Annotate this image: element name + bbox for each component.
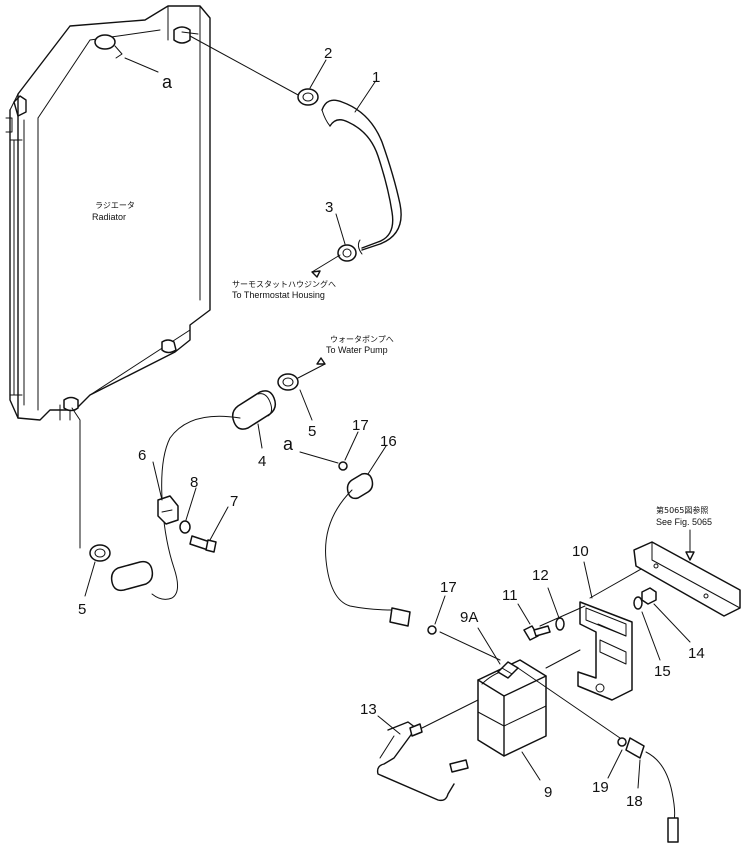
callout-11: 11 xyxy=(502,587,518,604)
leader-17-lower xyxy=(434,595,446,625)
leader-8 xyxy=(185,487,197,521)
part-5-clamp-upper xyxy=(277,373,299,391)
leader-7 xyxy=(209,506,229,541)
part-7-bolt xyxy=(189,535,217,553)
part-10-bracket xyxy=(577,601,633,701)
part-2-clamp xyxy=(297,88,319,106)
callout-13: 13 xyxy=(360,701,377,718)
part-14-nut xyxy=(641,587,657,605)
leader-6 xyxy=(152,461,163,501)
callout-1: 1 xyxy=(372,69,380,86)
callout-16: 16 xyxy=(380,433,397,450)
ref-a-mid: a xyxy=(283,434,294,454)
leader-13 xyxy=(377,715,401,735)
leader-14 xyxy=(653,603,691,643)
tank-mount-line xyxy=(545,649,581,669)
leader-2 xyxy=(309,59,327,89)
leader-17-upper xyxy=(344,431,359,461)
water-pump-arrowhead xyxy=(316,357,326,365)
leader-10 xyxy=(583,561,593,599)
water-pump-label-jp: ウォータポンプへ xyxy=(330,335,394,344)
drain-hose-line xyxy=(645,751,676,821)
leader-11 xyxy=(517,603,531,625)
see-fig-label-en: See Fig. 5065 xyxy=(656,517,712,527)
leader-1 xyxy=(354,81,376,113)
leader-4 xyxy=(257,423,263,449)
callout-3: 3 xyxy=(325,199,333,216)
callout-12: 12 xyxy=(532,567,549,584)
callout-19: 19 xyxy=(592,779,609,796)
drain-line xyxy=(71,407,81,549)
part-15-washer xyxy=(633,596,643,610)
thermostat-label-jp: サーモスタットハウジングへ xyxy=(232,279,336,289)
callout-17-upper: 17 xyxy=(352,417,369,434)
water-pump-label-en: To Water Pump xyxy=(326,345,388,355)
part-18-hose xyxy=(625,737,645,759)
leader-19 xyxy=(607,749,623,779)
callout-2: 2 xyxy=(324,45,332,62)
part-13-band xyxy=(376,721,469,802)
leader-9 xyxy=(521,751,541,781)
thermostat-arrowhead xyxy=(311,270,321,278)
part-8-washer xyxy=(179,520,191,534)
water-pump-arrow xyxy=(297,363,326,379)
callout-17-lower: 17 xyxy=(440,579,457,596)
radiator-label-en: Radiator xyxy=(92,212,126,222)
leader-18 xyxy=(637,759,641,789)
drain-hose-end xyxy=(667,817,679,843)
pump-hose-line xyxy=(151,415,241,600)
part-12-washer xyxy=(555,617,565,631)
callout-5-upper: 5 xyxy=(308,423,316,440)
part-6-bracket xyxy=(157,495,179,525)
ref-a-top-arrow xyxy=(124,57,159,73)
tank-band-line xyxy=(417,699,479,731)
part-19-clip xyxy=(617,737,627,747)
thermostat-arrow xyxy=(311,254,341,273)
part-4-hose xyxy=(231,390,277,430)
callout-4: 4 xyxy=(258,453,266,470)
part-5-clamp-lower xyxy=(89,544,111,562)
part-16-hose xyxy=(346,472,374,500)
see-fig-arrowhead xyxy=(685,551,695,561)
callout-9a: 9A xyxy=(460,609,478,626)
callout-7: 7 xyxy=(230,493,238,510)
upper-connection-line xyxy=(189,35,301,97)
callout-15: 15 xyxy=(654,663,671,680)
part-3-clamp xyxy=(337,244,357,262)
ref-a-mid-arrow xyxy=(299,451,339,464)
callout-14: 14 xyxy=(688,645,705,662)
callout-8: 8 xyxy=(190,474,198,491)
leader-5-lower xyxy=(84,561,96,597)
ref-a-top: a xyxy=(162,72,173,92)
frame-member xyxy=(633,541,741,617)
leader-5-upper xyxy=(299,389,313,421)
part-17-clip-upper xyxy=(338,461,348,471)
callout-10: 10 xyxy=(572,543,589,560)
leader-9a xyxy=(477,627,501,665)
leader-12 xyxy=(547,587,560,619)
callout-18: 18 xyxy=(626,793,643,810)
radiator-label-jp: ラジエータ xyxy=(95,201,135,210)
leader-16 xyxy=(367,445,387,475)
overflow-hose-line xyxy=(325,489,395,611)
part-1-upper-hose xyxy=(321,99,402,255)
callout-6: 6 xyxy=(138,447,146,464)
leader-3 xyxy=(335,213,346,245)
radiator xyxy=(5,5,211,421)
part-11-bolt xyxy=(523,625,551,641)
overflow-hose-end xyxy=(389,607,411,627)
tank-inlet-line xyxy=(439,631,501,661)
bolt-axis-line xyxy=(539,605,586,627)
tank-drain-line xyxy=(517,667,621,739)
lower-hose xyxy=(110,560,154,592)
callout-9: 9 xyxy=(544,784,552,801)
bracket-to-frame-line xyxy=(589,563,651,599)
see-fig-label-jp: 第5065図参照 xyxy=(656,505,708,515)
part-17-clip-lower xyxy=(427,625,437,635)
leader-15 xyxy=(641,611,661,661)
thermostat-label-en: To Thermostat Housing xyxy=(232,290,325,300)
part-9-reserve-tank xyxy=(477,659,547,757)
callout-5-lower: 5 xyxy=(78,601,86,618)
